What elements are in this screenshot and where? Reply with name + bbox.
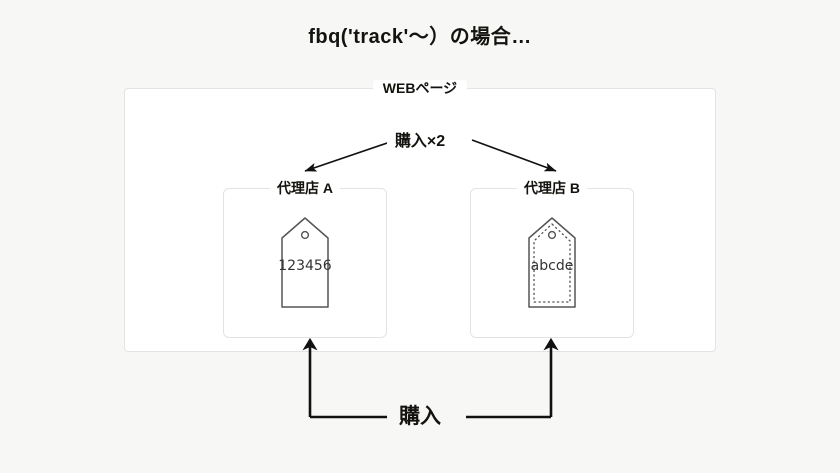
agency-a-tag-text: 123456 (278, 258, 332, 274)
purchase-top-label: 購入×2 (0, 127, 840, 151)
purchase-bottom-label: 購入 (0, 400, 840, 430)
price-tag-icon (528, 217, 576, 308)
purchase-top-label-text: 購入×2 (386, 133, 454, 150)
agency-b-tag-text: abcde (530, 258, 574, 274)
purchase-bottom-label-text: 購入 (387, 405, 453, 428)
agency-b-tag: abcde (517, 216, 587, 310)
agency-a-tag: 123456 (270, 216, 340, 310)
price-tag-icon (281, 217, 329, 308)
page-title: fbq('track'〜）の場合… (308, 26, 532, 48)
